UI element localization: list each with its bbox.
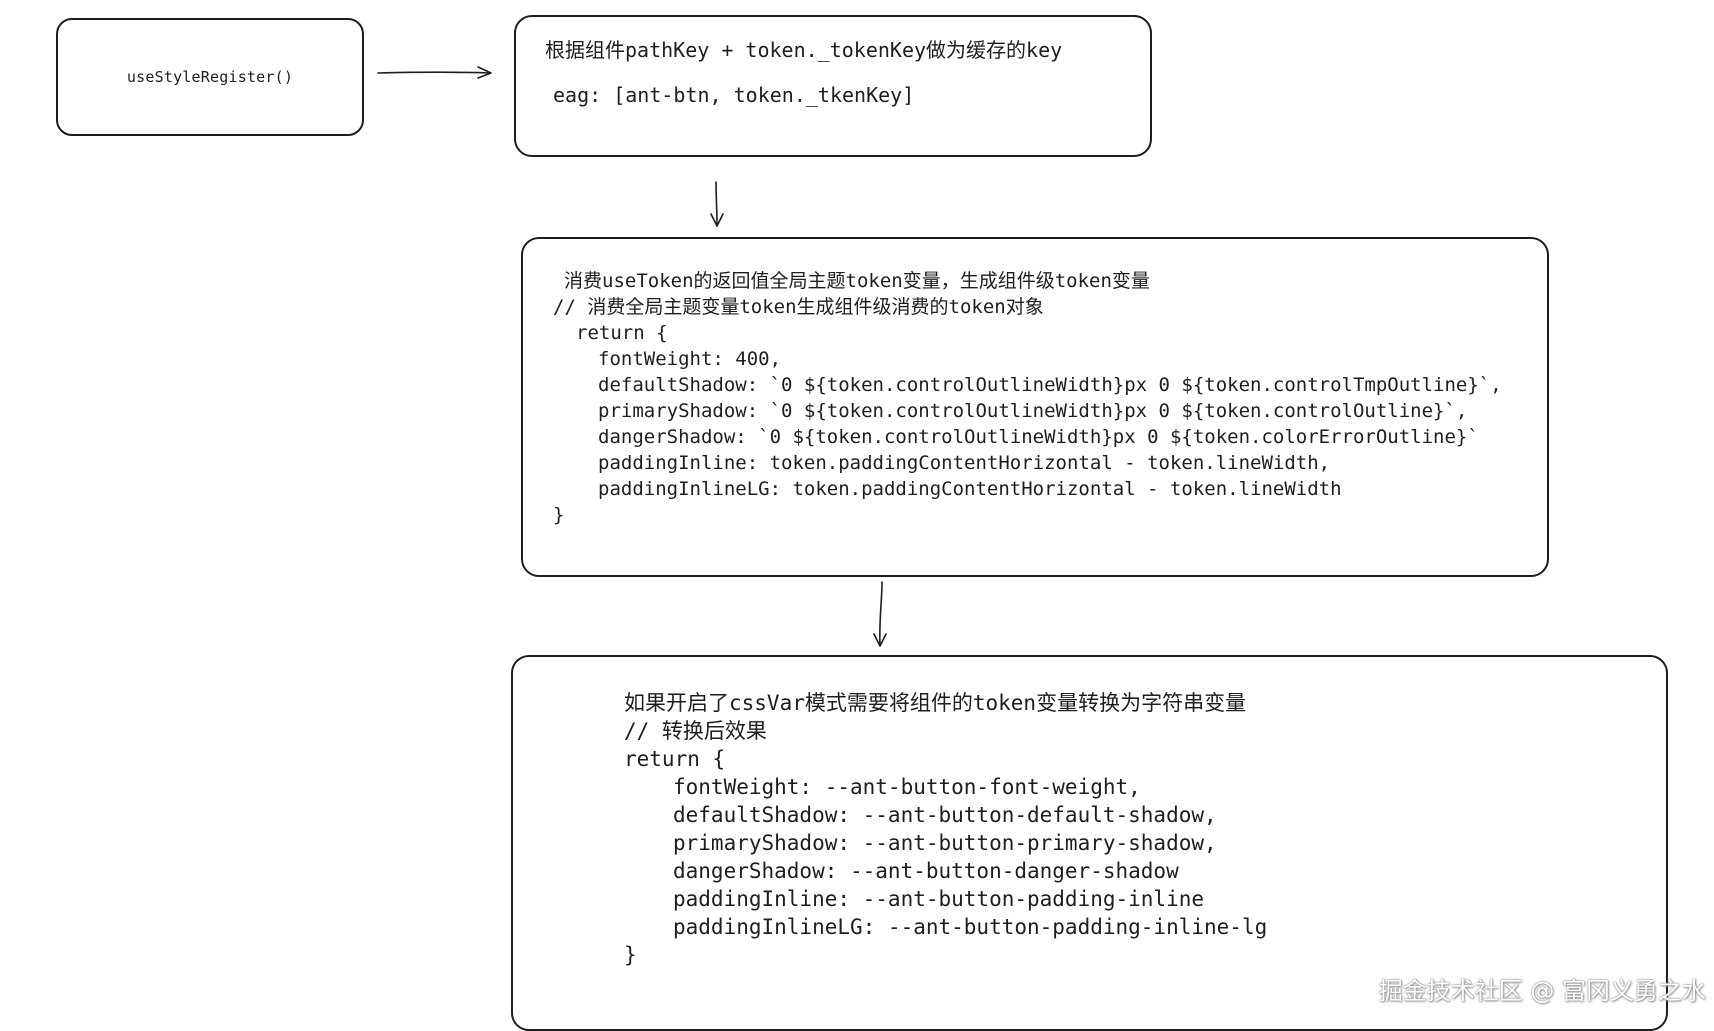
css-var-comment: // 转换后效果 bbox=[624, 719, 767, 743]
css-var-padding-inline: paddingInline: --ant-button-padding-inli… bbox=[673, 887, 1205, 911]
use-style-register-box: useStyleRegister() bbox=[56, 18, 364, 136]
cache-key-box: 根据组件pathKey + token._tokenKey做为缓存的key ea… bbox=[514, 15, 1152, 157]
cache-key-description: 根据组件pathKey + token._tokenKey做为缓存的key bbox=[545, 38, 1063, 62]
token-box-padding-inline: paddingInline: token.paddingContentHoriz… bbox=[598, 452, 1331, 474]
token-box-comment: // 消费全局主题变量token生成组件级消费的token对象 bbox=[553, 296, 1044, 318]
component-token-box: 消费useToken的返回值全局主题token变量，生成组件级token变量 /… bbox=[521, 237, 1549, 577]
token-box-primary-shadow: primaryShadow: `0 ${token.controlOutline… bbox=[598, 400, 1468, 422]
css-var-box: 如果开启了cssVar模式需要将组件的token变量转换为字符串变量 // 转换… bbox=[511, 655, 1668, 1031]
arrowhead-token-to-cssvar bbox=[873, 633, 887, 647]
use-style-register-label: useStyleRegister() bbox=[126, 68, 294, 86]
css-var-return: return { bbox=[624, 747, 726, 771]
arrow-token-to-cssvar bbox=[879, 581, 883, 647]
css-var-primary-shadow: primaryShadow: --ant-button-primary-shad… bbox=[673, 831, 1217, 855]
arrow-cache-to-token bbox=[715, 181, 718, 227]
token-box-default-shadow: defaultShadow: `0 ${token.controlOutline… bbox=[598, 374, 1502, 396]
token-box-padding-inline-lg: paddingInlineLG: token.paddingContentHor… bbox=[598, 478, 1342, 500]
css-var-font-weight: fontWeight: --ant-button-font-weight, bbox=[673, 775, 1141, 799]
css-var-default-shadow: defaultShadow: --ant-button-default-shad… bbox=[673, 803, 1217, 827]
token-box-font-weight: fontWeight: 400, bbox=[598, 348, 782, 370]
css-var-close-brace: } bbox=[624, 943, 637, 967]
watermark: 掘金技术社区 @ 富冈义勇之水 bbox=[1378, 977, 1706, 1005]
css-var-heading: 如果开启了cssVar模式需要将组件的token变量转换为字符串变量 bbox=[624, 691, 1247, 715]
token-box-return: return { bbox=[576, 322, 668, 344]
token-box-close-brace: } bbox=[553, 504, 565, 526]
cache-key-example: eag: [ant-btn, token._tkenKey] bbox=[553, 83, 915, 107]
token-box-heading: 消费useToken的返回值全局主题token变量，生成组件级token变量 bbox=[564, 270, 1150, 292]
arrow-register-to-cache bbox=[377, 71, 491, 74]
arrowhead-register-to-cache bbox=[477, 66, 492, 79]
token-box-danger-shadow: dangerShadow: `0 ${token.controlOutlineW… bbox=[598, 426, 1479, 448]
arrowhead-cache-to-token bbox=[710, 213, 724, 227]
css-var-padding-inline-lg: paddingInlineLG: --ant-button-padding-in… bbox=[673, 915, 1268, 939]
css-var-danger-shadow: dangerShadow: --ant-button-danger-shadow bbox=[673, 859, 1179, 883]
